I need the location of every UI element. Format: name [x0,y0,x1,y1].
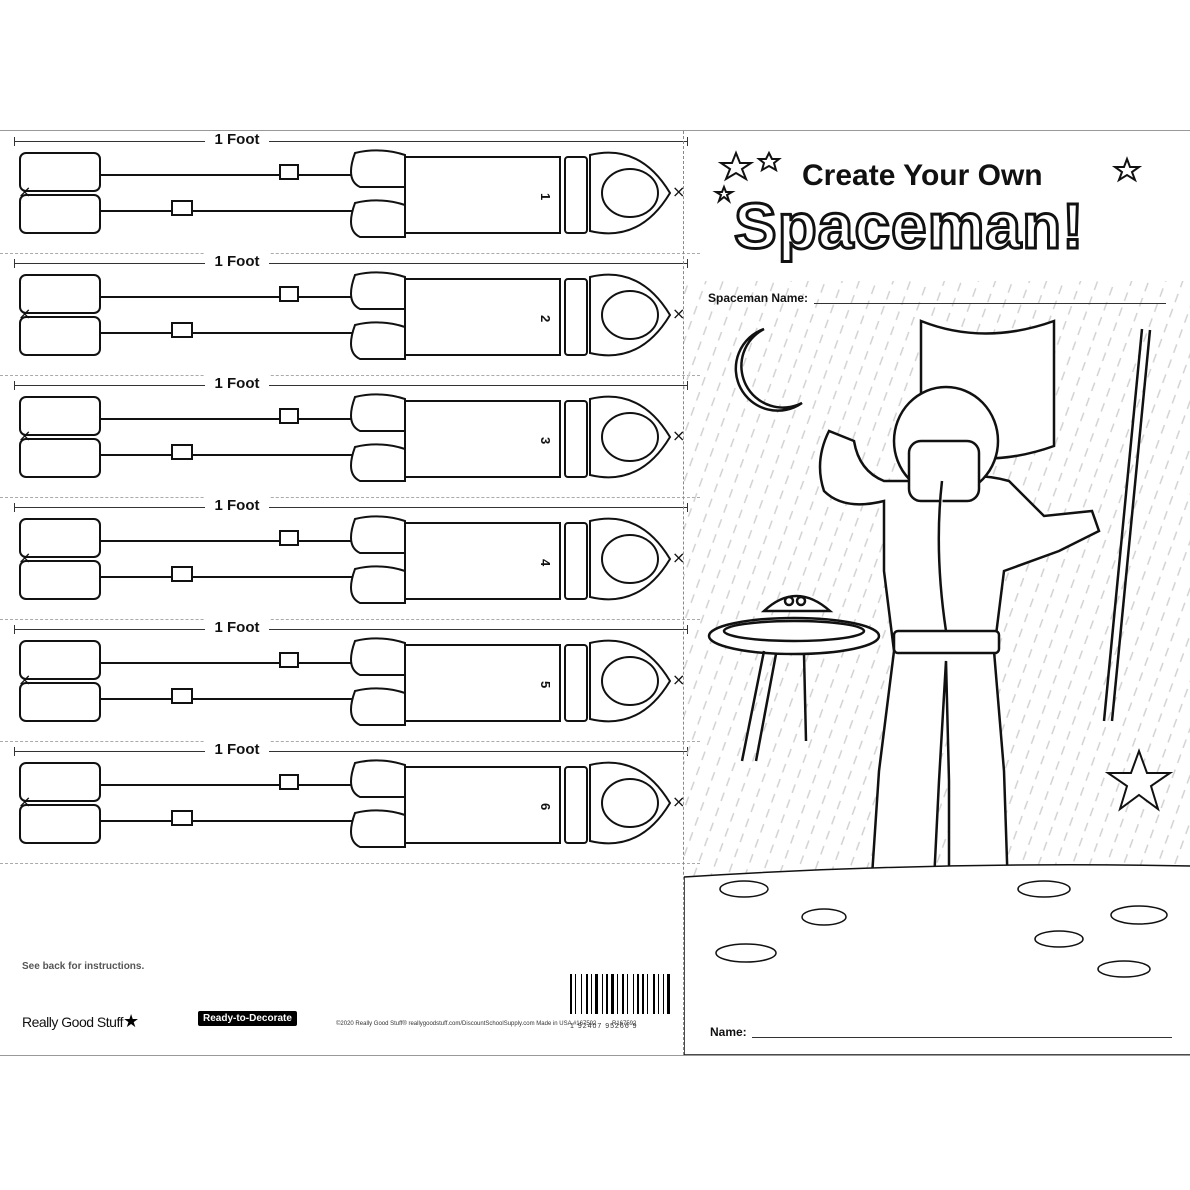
measuring-strip: 1 Foot 2 × × [0,253,700,376]
barcode-bar [602,974,603,1014]
name-label: Name: [710,1025,747,1039]
series-badge: Ready-to-Decorate [198,1011,297,1026]
spaceman-poster: Create Your Own Spaceman! Spaceman Name:… [683,131,1190,1055]
cut-mark-icon: × [672,426,685,445]
spaceman-strip-artwork: 6 × × [18,759,685,848]
copyright-line: ©2020 Really Good Stuff® reallygoodstuff… [336,1021,597,1027]
measuring-strip: 1 Foot 5 × × [0,619,700,742]
cut-mark-icon: × [672,182,685,201]
spaceman-name-label: Spaceman Name: [708,291,809,305]
cut-mark-icon: × [18,548,31,567]
foot-label: 1 Foot [205,253,269,270]
barcode-bar [606,974,608,1014]
cut-mark-icon: × [672,548,685,567]
spaceman-name-field[interactable] [814,303,1166,304]
barcode-bar [622,974,624,1014]
strip-number: 4 [538,559,553,567]
barcode-number: 1 92407 95266 9 [570,1023,638,1030]
star-icon [712,150,1143,204]
barcode-bar [611,974,614,1014]
strip-number: 5 [538,681,553,688]
barcode-bar [586,974,588,1014]
cut-mark-icon: × [18,304,31,323]
cut-mark-icon: × [18,182,31,201]
ruler-line [14,259,688,268]
name-field[interactable] [752,1037,1172,1038]
brand-logo: Really Good Stuff★ [22,1011,139,1032]
cut-mark-icon: × [18,670,31,689]
cut-mark-icon: × [18,426,31,445]
spaceman-strip-artwork: 2 × × [18,271,685,360]
cut-mark-icon: × [672,670,685,689]
barcode-bar [663,974,664,1014]
barcode-bar [591,974,592,1014]
foot-label: 1 Foot [205,375,269,392]
barcode-bar [595,974,598,1014]
foot-label: 1 Foot [205,131,269,148]
barcode-bar [637,974,639,1014]
spaceman-strip-artwork: 3 × × [18,393,685,482]
brand-name: Really Good Stuff [22,1014,123,1030]
cut-mark-icon: × [672,304,685,323]
poster-artwork [684,150,1190,1055]
moon-icon [734,327,803,412]
strip-number: 6 [538,803,553,810]
barcode-bar [570,974,572,1014]
ruler-line [14,503,688,512]
barcode-bar [617,974,618,1014]
foot-label: 1 Foot [205,619,269,636]
ruler-line [14,137,688,146]
ruler-line [14,625,688,634]
ruler-line [14,747,688,756]
crater-icon [715,880,1168,978]
spaceman-strip-artwork: 1 × × [18,149,685,238]
barcode-bar [633,974,634,1014]
foot-label: 1 Foot [205,497,269,514]
strip-number: 2 [538,315,553,322]
barcode-bar [667,974,670,1014]
strip-number: 3 [538,437,553,444]
barcode-bar [658,974,659,1014]
barcode-bar [647,974,648,1014]
strip-number: 1 [538,193,553,200]
barcode-bar [627,974,628,1014]
cut-mark-icon: × [18,792,31,811]
barcode-bar [575,974,576,1014]
spaceman-strip-artwork: 4 × × [18,515,685,604]
star-icon: ★ [122,1011,139,1031]
barcode-bar [642,974,644,1014]
barcode-bar [581,974,582,1014]
measuring-strip: 1 Foot 1 × × [0,131,700,254]
cut-mark-icon: × [672,792,685,811]
spaceman-strip-artwork: 5 × × [18,637,685,726]
measuring-strip: 1 Foot 3 × × [0,375,700,498]
poster-title-line2: Spaceman! [732,189,1085,264]
instructions-note: See back for instructions. [22,961,145,972]
measuring-strip: 1 Foot 4 × × [0,497,700,620]
star-icon [1104,748,1174,812]
ruler-line [14,381,688,390]
foot-label: 1 Foot [205,741,269,758]
poster-title-line1: Create Your Own [802,159,1043,192]
product-code: R167592 [612,1021,637,1027]
measuring-strip: 1 Foot 6 × × [0,741,700,864]
barcode-icon [570,974,670,1014]
ufo-icon [707,594,881,762]
barcode-bar [653,974,655,1014]
